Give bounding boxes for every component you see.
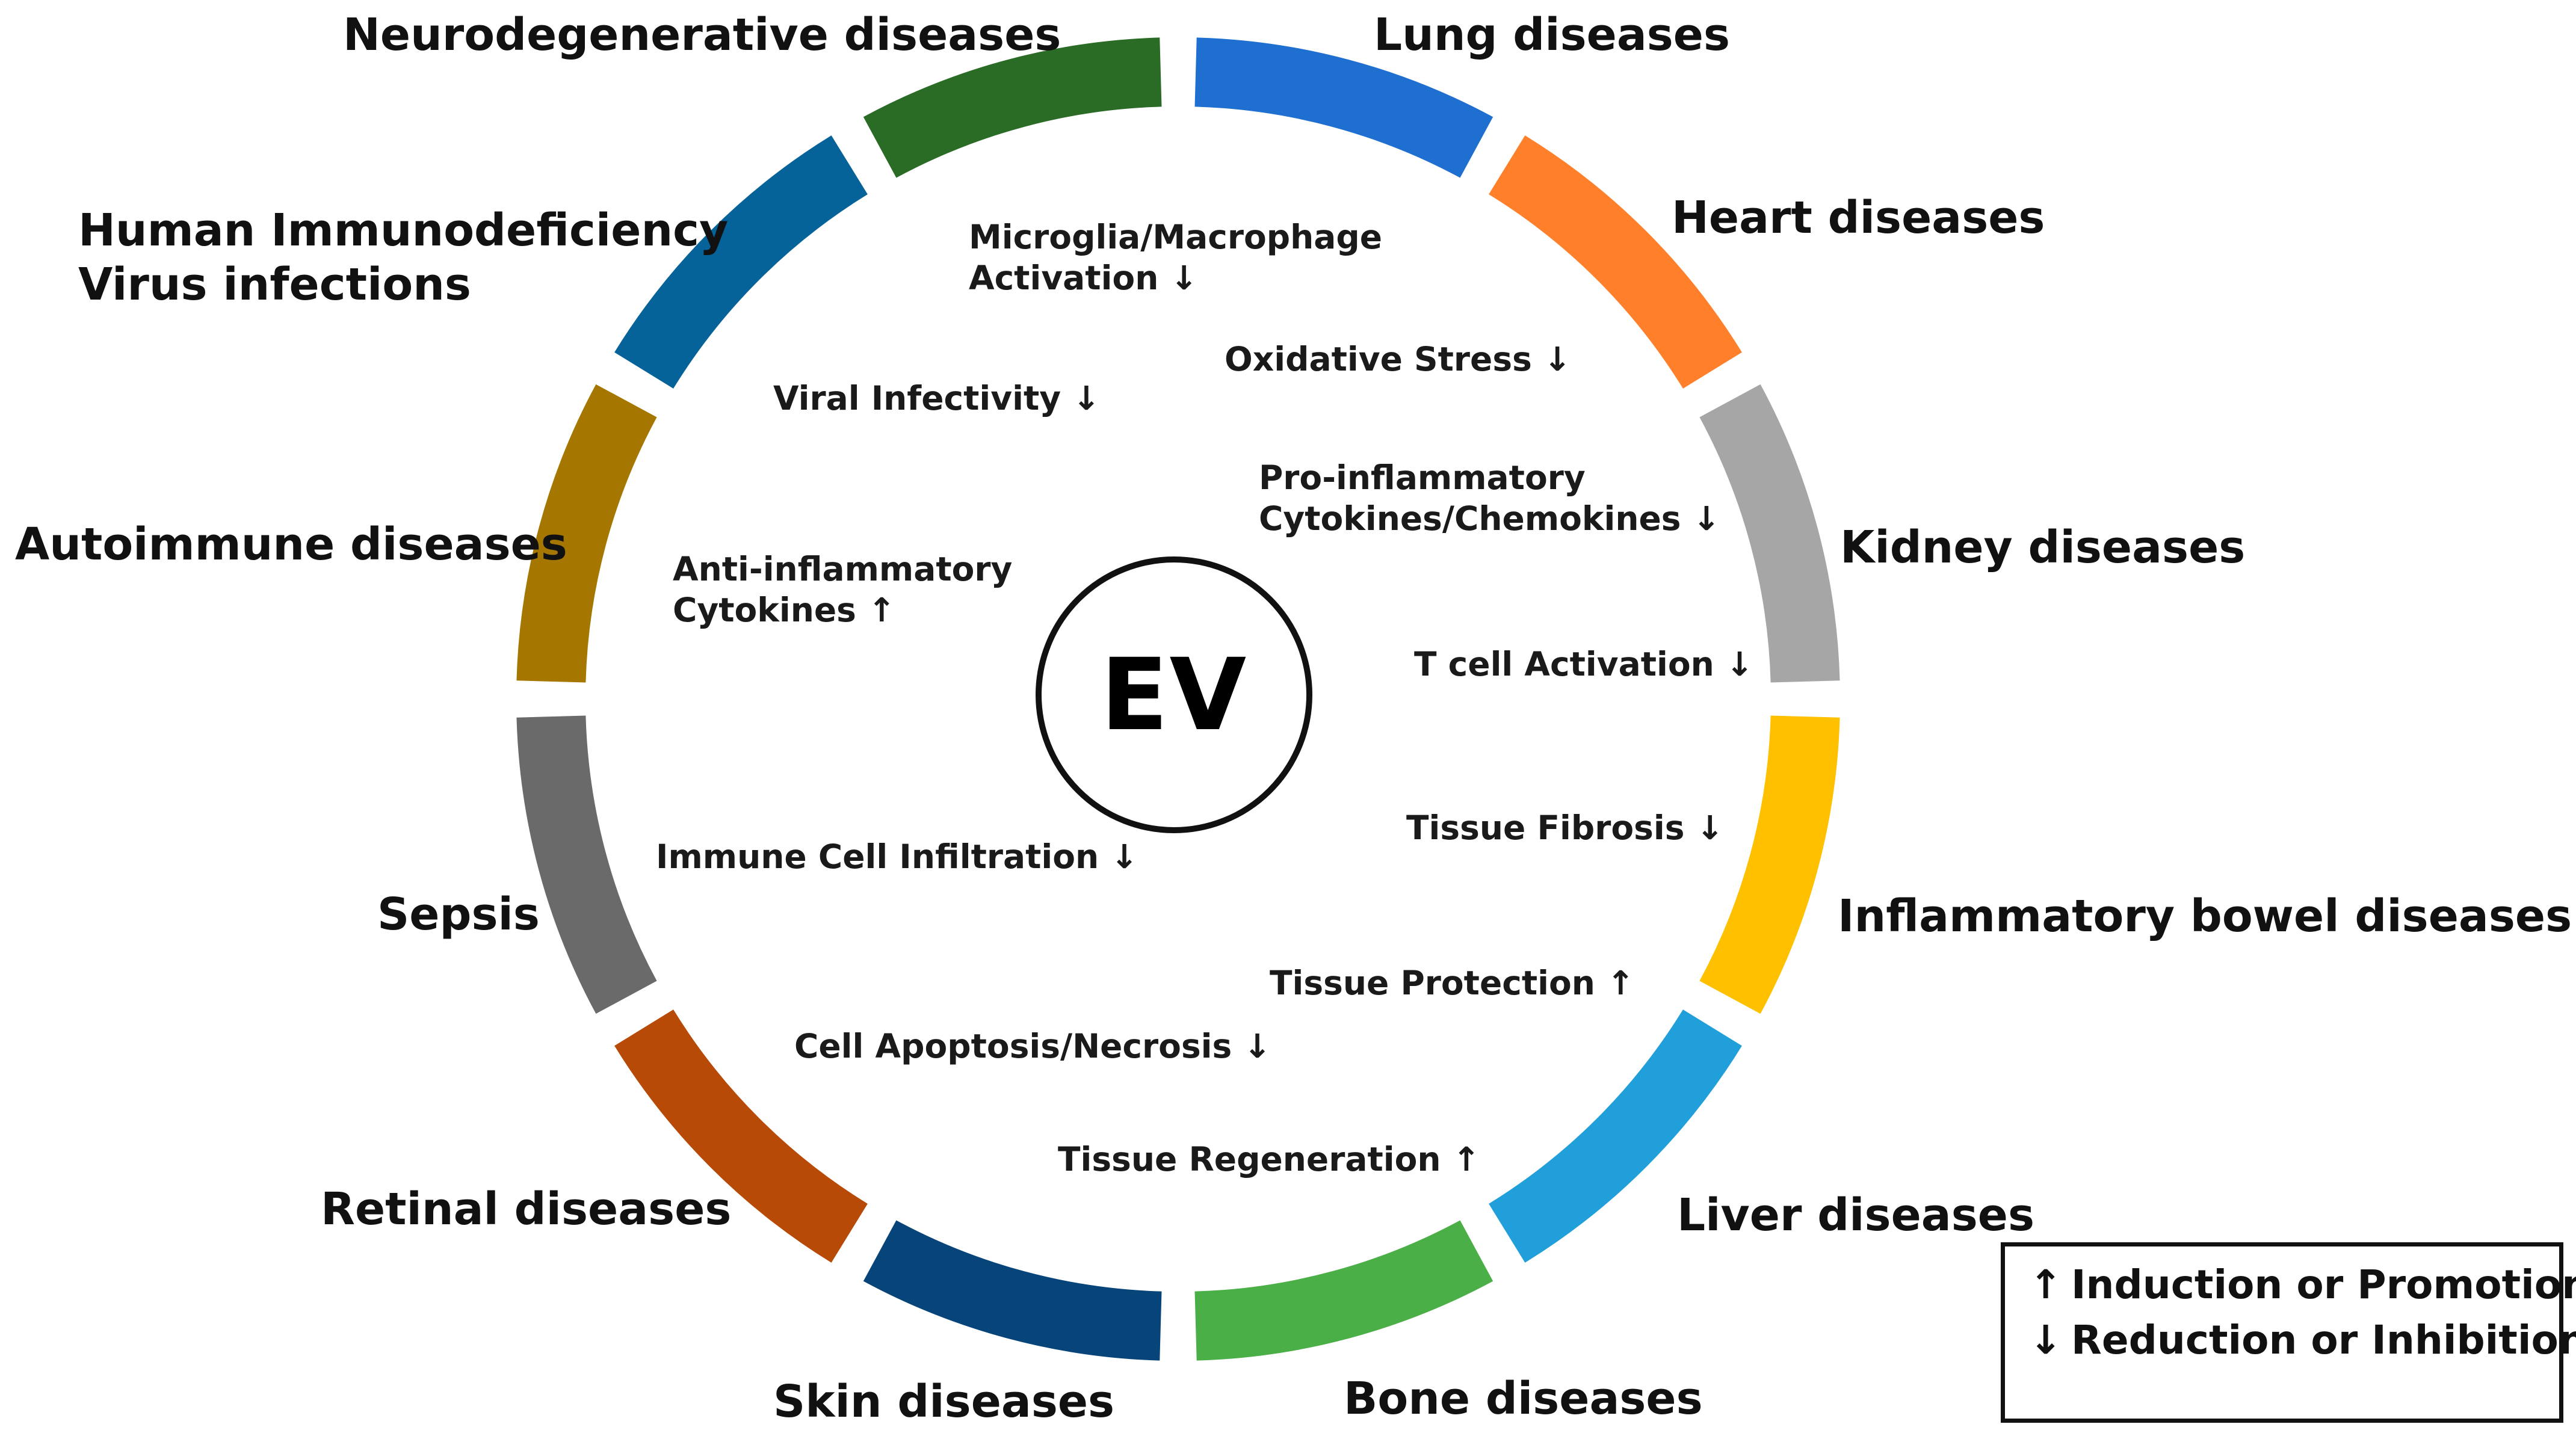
- ring-segment-retinal: [614, 1009, 868, 1263]
- effect-tissue-protection: Tissue Protection ↑: [1270, 964, 1635, 1002]
- label-kidney-diseases: Kidney diseases: [1840, 522, 2246, 573]
- effect-microglia-line-1: Microglia/Macrophage: [969, 218, 1383, 256]
- down-arrow-icon: ↓: [2029, 1317, 2063, 1363]
- effect-viral-infectivity: Viral Infectivity ↓: [773, 379, 1101, 418]
- label-liver-diseases: Liver diseases: [1677, 1189, 2034, 1241]
- effect-tissue-fibrosis: Tissue Fibrosis ↓: [1406, 809, 1724, 847]
- label-autoimmune-diseases: Autoimmune diseases: [15, 519, 567, 570]
- ev-center-circle: EV: [1036, 556, 1312, 833]
- ev-center-label: EV: [1100, 637, 1248, 753]
- effect-tcell-activation: T cell Activation ↓: [1414, 645, 1754, 683]
- ring-segment-hiv: [614, 135, 868, 389]
- legend-reduction-text: Reduction or Inhibition: [2071, 1317, 2576, 1363]
- ring-segment-lung: [1194, 37, 1493, 178]
- label-hiv-line-2: Virus infections: [78, 259, 471, 310]
- ring-segment-kidney: [1699, 384, 1840, 683]
- legend-item-induction: ↑Induction or Promotion: [2029, 1257, 2576, 1313]
- label-hiv-line-1: Human Immunodeficiency: [78, 205, 729, 256]
- ring-segment-liver: [1489, 1009, 1742, 1263]
- ring-segment-autoimmune: [516, 384, 657, 683]
- ring-segment-neuro: [863, 37, 1162, 178]
- effect-cell-apoptosis: Cell Apoptosis/Necrosis ↓: [794, 1027, 1271, 1065]
- ring-segment-bone: [1194, 1220, 1493, 1361]
- effect-antiinflammatory-line-1: Anti-inflammatory: [673, 550, 1013, 588]
- label-heart-diseases: Heart diseases: [1672, 192, 2045, 244]
- legend-item-reduction: ↓Reduction or Inhibition: [2029, 1313, 2576, 1368]
- effect-proinflammatory-line-2: Cytokines/Chemokines ↓: [1259, 499, 1720, 538]
- label-lung-diseases: Lung diseases: [1374, 9, 1731, 61]
- ring-segment-skin: [863, 1220, 1162, 1361]
- effect-oxidative-stress: Oxidative Stress ↓: [1225, 340, 1572, 378]
- effect-tissue-regeneration: Tissue Regeneration ↑: [1058, 1140, 1480, 1179]
- ring-segment-heart: [1489, 135, 1742, 389]
- legend-induction-text: Induction or Promotion: [2071, 1262, 2576, 1308]
- up-arrow-icon: ↑: [2029, 1262, 2063, 1308]
- legend-box: ↑Induction or Promotion ↓Reduction or In…: [2001, 1242, 2576, 1423]
- ring-segment-sepsis: [516, 715, 657, 1014]
- label-neurodegenerative-diseases: Neurodegenerative diseases: [343, 9, 1061, 61]
- effect-microglia-line-2: Activation ↓: [969, 259, 1198, 297]
- label-inflammatory-bowel-diseases: Inflammatory bowel diseases: [1838, 890, 2572, 942]
- label-skin-diseases: Skin diseases: [773, 1376, 1115, 1428]
- label-sepsis: Sepsis: [377, 889, 540, 940]
- effect-immune-cell-infiltration: Immune Cell Infiltration ↓: [656, 837, 1138, 876]
- label-bone-diseases: Bone diseases: [1344, 1373, 1703, 1425]
- ring-segment-ibd: [1699, 715, 1840, 1014]
- effect-antiinflammatory-line-2: Cytokines ↑: [673, 591, 896, 629]
- label-retinal-diseases: Retinal diseases: [321, 1183, 732, 1235]
- effect-proinflammatory-line-1: Pro-inflammatory: [1259, 458, 1586, 497]
